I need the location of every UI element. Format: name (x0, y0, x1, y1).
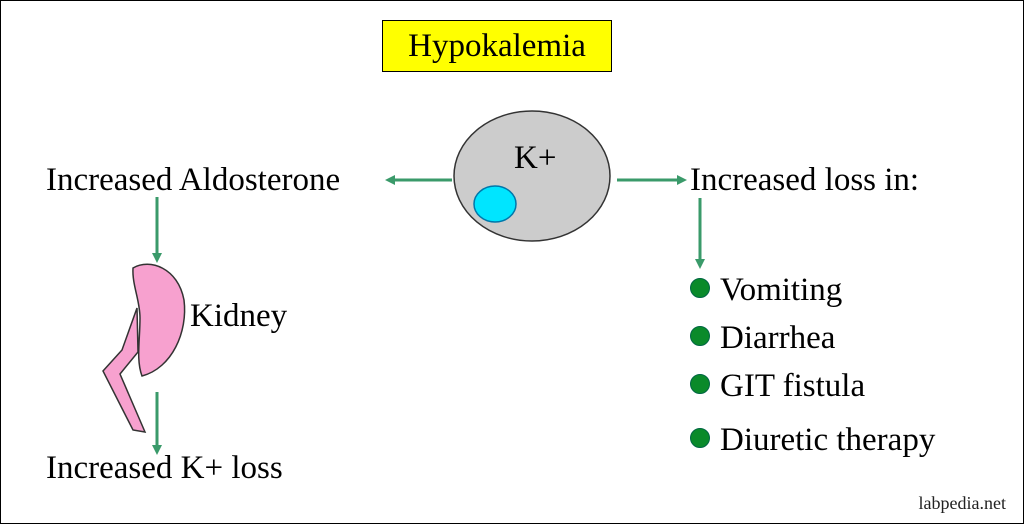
aldosterone-label: Increased Aldosterone (46, 162, 341, 198)
bullet-icon (690, 326, 710, 347)
kidney-shape (132, 263, 186, 377)
list-item-label: GIT fistula (720, 368, 866, 404)
list-item-label: Vomiting (720, 272, 843, 308)
list-item: Diuretic therapy (690, 424, 935, 457)
diagram-title: Hypokalemia (408, 27, 586, 64)
loss-heading: Increased loss in: (690, 162, 920, 198)
list-item-label: Diuretic therapy (720, 422, 936, 458)
ureter-shape (102, 307, 147, 433)
cell-nucleus (473, 185, 517, 223)
bullet-icon (690, 278, 710, 299)
bullet-icon (690, 374, 710, 395)
list-item: GIT fistula (690, 370, 865, 403)
watermark: labpedia.net (918, 493, 1006, 513)
list-item: Vomiting (690, 274, 842, 307)
potassium-cell (453, 110, 611, 242)
potassium-loss-label: Increased K+ loss (46, 450, 283, 486)
list-item-label: Diarrhea (720, 320, 836, 356)
kidney-label: Kidney (190, 298, 288, 334)
cell-label: K+ (514, 140, 557, 176)
bullet-icon (690, 428, 710, 449)
list-item: Diarrhea (690, 322, 835, 355)
title-box: Hypokalemia (382, 20, 612, 72)
